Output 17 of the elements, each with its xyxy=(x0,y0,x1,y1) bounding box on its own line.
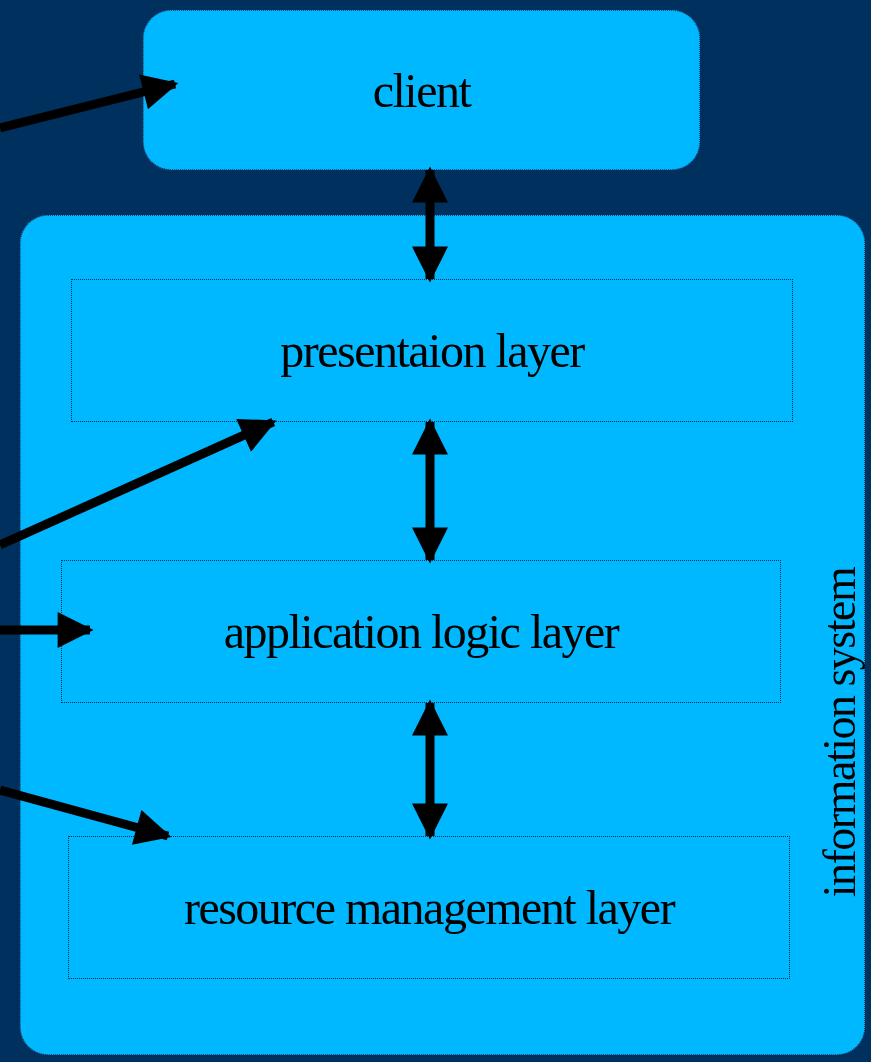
layer-box xyxy=(68,836,790,979)
arrow xyxy=(0,612,94,648)
arrow xyxy=(0,417,277,550)
double-arrow xyxy=(412,166,448,283)
double-arrow xyxy=(412,418,448,564)
double-arrow xyxy=(412,699,448,840)
container-title: information system xyxy=(812,567,866,898)
layer-box xyxy=(71,279,793,422)
layer-box xyxy=(61,560,781,703)
system-container xyxy=(20,215,865,1055)
layer-label: client xyxy=(372,62,471,118)
layer-label: application logic layer xyxy=(223,604,619,659)
client-box xyxy=(143,10,700,170)
arrow xyxy=(0,74,179,133)
layer-label: resource management layer xyxy=(183,880,675,935)
arrow xyxy=(0,785,172,845)
layer-label: presentaion layer xyxy=(280,323,584,378)
